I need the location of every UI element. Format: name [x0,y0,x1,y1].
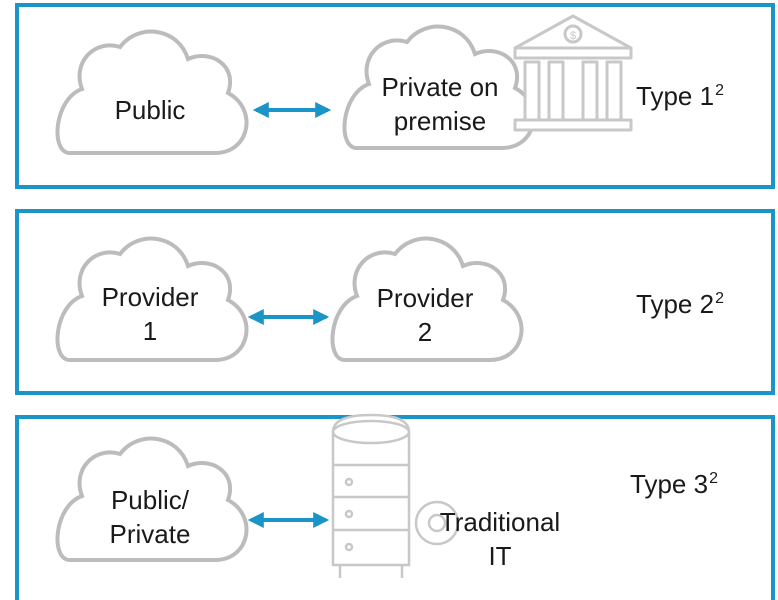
type-3-label: Type 32 [630,469,718,499]
public-private-line2: Private [109,519,191,549]
provider-2-line1: Provider [376,283,474,313]
traditional-it-line1: Traditional [439,507,561,537]
provider-1-label: Provider 1 [80,280,220,348]
type-1-label: Type 12 [636,81,724,111]
provider-2-label: Provider 2 [355,281,495,349]
traditional-it-label: Traditional IT [420,505,580,573]
private-label-line1: Private on [381,72,499,102]
private-label-line2: premise [393,106,487,136]
public-label: Public [114,95,186,125]
provider-2-line2: 2 [417,317,433,347]
private-on-premise-label: Private on premise [355,70,525,138]
svg-text:$: $ [570,30,576,42]
provider-1-line1: Provider [101,282,199,312]
public-private-line1: Public/ [110,485,190,515]
provider-1-line2: 1 [142,316,158,346]
server-gear-icon [331,413,460,578]
type-2-label: Type 22 [636,289,724,319]
bank-building-icon: $ [513,14,633,132]
traditional-it-line2: IT [488,541,512,571]
public-private-label: Public/ Private [80,483,220,551]
